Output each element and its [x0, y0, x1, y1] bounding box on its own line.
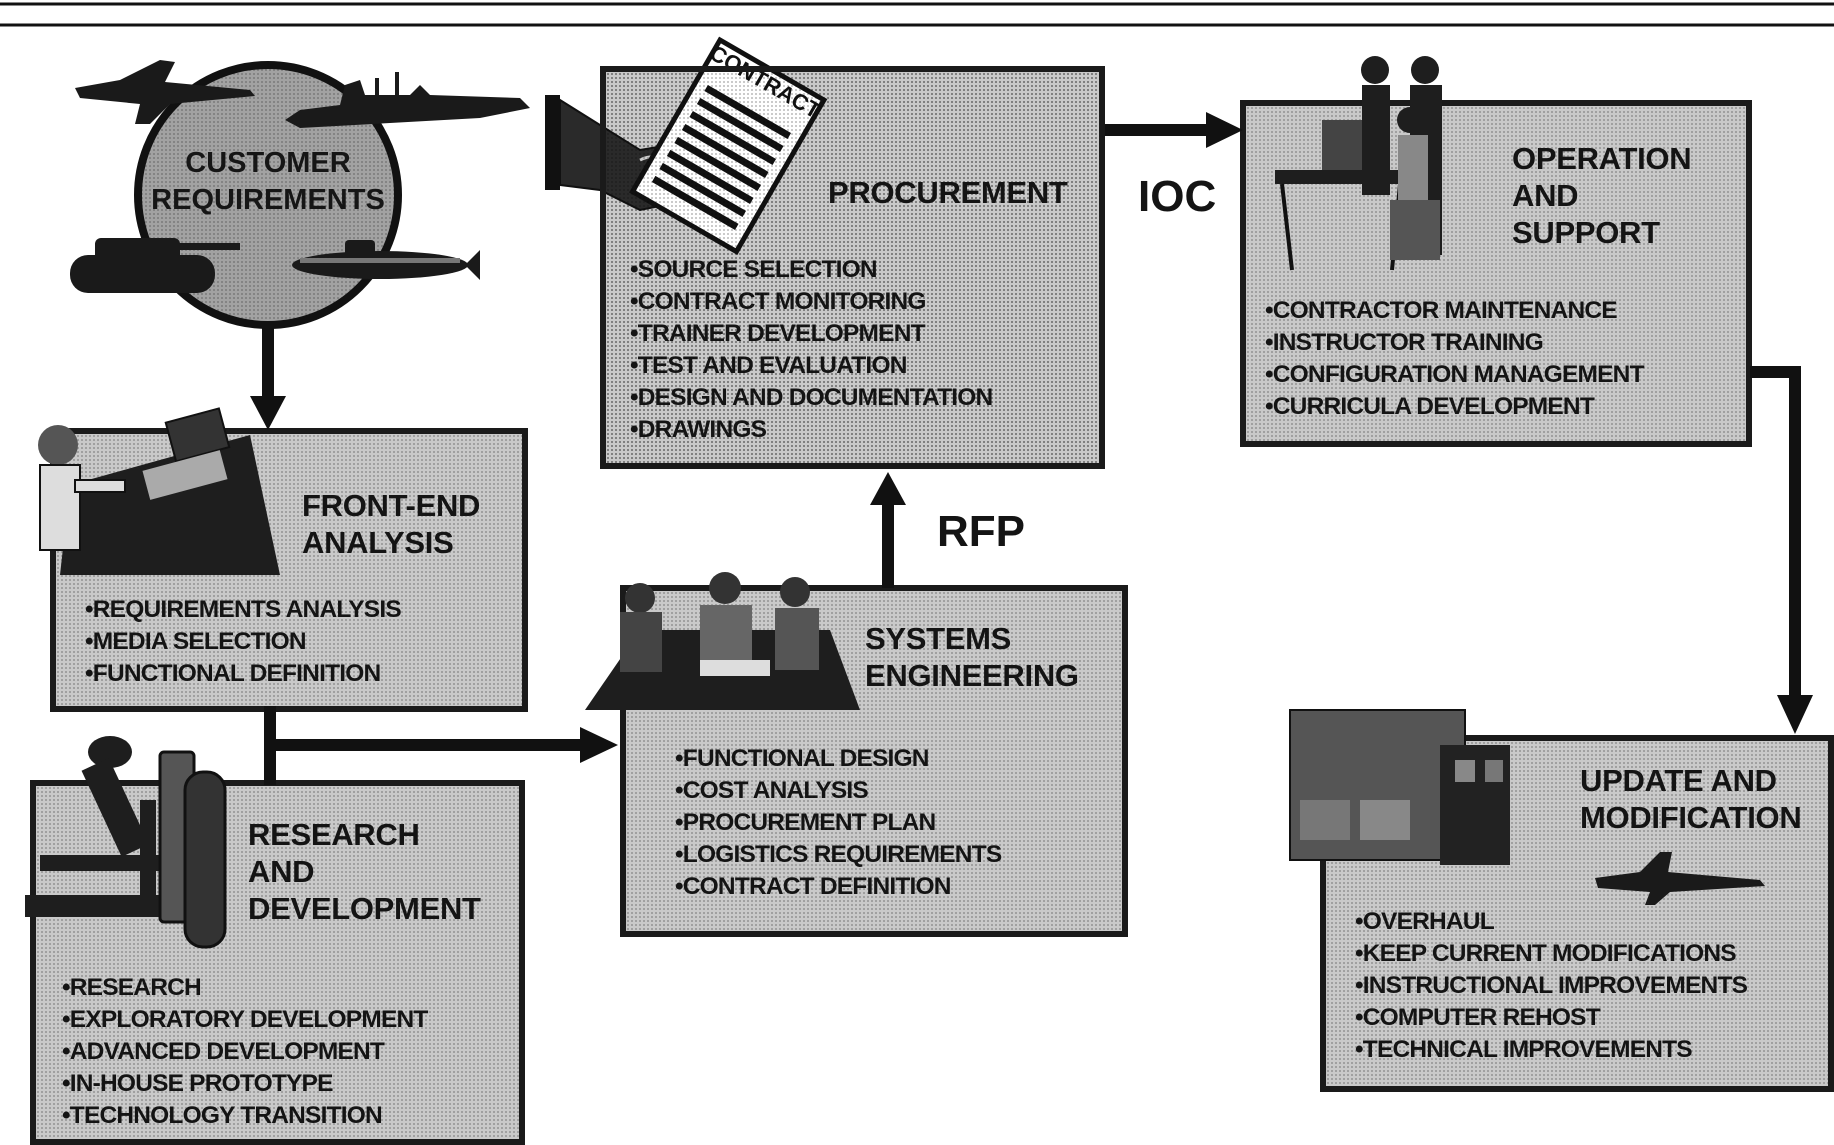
list-item: PROCUREMENT PLAN	[675, 807, 1001, 839]
microscope-icon	[25, 736, 200, 917]
test-tube-icon	[158, 750, 227, 949]
research-title-line1: RESEARCH	[248, 817, 420, 852]
operation-title-line1: OPERATION	[1512, 141, 1692, 176]
operation-title-line2: AND	[1512, 178, 1579, 213]
operation-support-list: CONTRACTOR MAINTENANCE INSTRUCTOR TRAINI…	[1265, 295, 1645, 423]
list-item: IN-HOUSE PROTOTYPE	[62, 1068, 428, 1100]
systems-engineering-title: SYSTEMS ENGINEERING	[865, 620, 1079, 694]
list-item: COST ANALYSIS	[675, 775, 1001, 807]
procurement-title: PROCUREMENT	[828, 175, 1068, 210]
update-modification-title: UPDATE AND MODIFICATION	[1580, 762, 1802, 836]
list-item: RESEARCH	[62, 972, 428, 1004]
list-item: INSTRUCTIONAL IMPROVEMENTS	[1355, 970, 1748, 1002]
list-item: LOGISTICS REQUIREMENTS	[675, 839, 1002, 871]
research-title-line2: AND	[248, 854, 315, 889]
frontend-title-line1: FRONT-END	[302, 488, 481, 523]
arrow-frontend-to-systems	[270, 727, 618, 763]
analyst-with-computer-icon	[38, 407, 280, 575]
customer-title-line2: REQUIREMENTS	[151, 184, 385, 216]
list-item: TECHNICAL IMPROVEMENTS	[1355, 1034, 1747, 1066]
update-title-line1: UPDATE AND	[1580, 763, 1777, 798]
list-item: INSTRUCTOR TRAINING	[1265, 327, 1644, 359]
warship-icon	[285, 72, 530, 128]
list-item: TRAINER DEVELOPMENT	[630, 318, 992, 350]
list-item: DESIGN AND DOCUMENTATION	[630, 382, 993, 414]
meeting-icon	[585, 572, 860, 710]
list-item: ADVANCED DEVELOPMENT	[62, 1036, 428, 1068]
customer-requirements-title: CUSTOMER REQUIREMENTS	[123, 145, 413, 219]
operators-at-console-icon	[1275, 56, 1442, 271]
list-item: OVERHAUL	[1355, 906, 1747, 938]
update-title-line2: MODIFICATION	[1580, 800, 1802, 835]
fighter-jet-icon	[75, 60, 255, 124]
list-item: DRAWINGS	[630, 414, 992, 446]
list-item: CONTRACTOR MAINTENANCE	[1265, 295, 1644, 327]
list-item: COMPUTER REHOST	[1355, 1002, 1747, 1034]
jet-aircraft-icon	[1595, 852, 1765, 905]
list-item: KEEP CURRENT MODIFICATIONS	[1355, 938, 1747, 970]
systems-title-line2: ENGINEERING	[865, 658, 1079, 693]
procurement-list: SOURCE SELECTION CONTRACT MONITORING TRA…	[630, 254, 993, 446]
arrow-customer-to-frontend	[250, 318, 286, 430]
customer-title-line1: CUSTOMER	[185, 147, 351, 179]
contract-document-icon	[629, 36, 828, 255]
submarine-icon	[292, 240, 480, 280]
research-development-title: RESEARCH AND DEVELOPMENT	[248, 816, 481, 927]
arrow-procurement-to-operation	[1105, 112, 1243, 148]
tank-icon	[70, 238, 240, 293]
list-item: CURRICULA DEVELOPMENT	[1265, 391, 1644, 423]
list-item: EXPLORATORY DEVELOPMENT	[62, 1004, 429, 1036]
update-modification-list: OVERHAUL KEEP CURRENT MODIFICATIONS INST…	[1355, 906, 1748, 1066]
list-item: CONTRACT DEFINITION	[675, 871, 1001, 903]
list-item: SOURCE SELECTION	[630, 254, 992, 286]
list-item: REQUIREMENTS ANALYSIS	[85, 594, 402, 626]
research-title-line3: DEVELOPMENT	[248, 891, 481, 926]
list-item: MEDIA SELECTION	[85, 626, 401, 658]
list-item: TECHNOLOGY TRANSITION	[62, 1100, 428, 1132]
list-item: FUNCTIONAL DESIGN	[675, 743, 1001, 775]
list-item: CONFIGURATION MANAGEMENT	[1265, 359, 1645, 391]
operation-title-line3: SUPPORT	[1512, 215, 1660, 250]
operation-support-title: OPERATION AND SUPPORT	[1512, 140, 1692, 251]
front-end-analysis-list: REQUIREMENTS ANALYSIS MEDIA SELECTION FU…	[85, 594, 402, 690]
list-item: TEST AND EVALUATION	[630, 350, 992, 382]
rfp-label: RFP	[937, 507, 1025, 556]
list-item: FUNCTIONAL DEFINITION	[85, 658, 401, 690]
systems-title-line1: SYSTEMS	[865, 621, 1012, 656]
systems-engineering-list: FUNCTIONAL DESIGN COST ANALYSIS PROCUREM…	[675, 743, 1002, 903]
research-development-list: RESEARCH EXPLORATORY DEVELOPMENT ADVANCE…	[62, 972, 429, 1132]
frontend-title-line2: ANALYSIS	[302, 525, 454, 560]
computer-room-icon	[1289, 709, 1510, 865]
list-item: CONTRACT MONITORING	[630, 286, 992, 318]
arrow-operation-to-update	[1750, 366, 1813, 734]
front-end-analysis-title: FRONT-END ANALYSIS	[302, 487, 480, 561]
arrow-systems-to-procurement	[870, 472, 906, 588]
ioc-label: IOC	[1138, 172, 1217, 221]
